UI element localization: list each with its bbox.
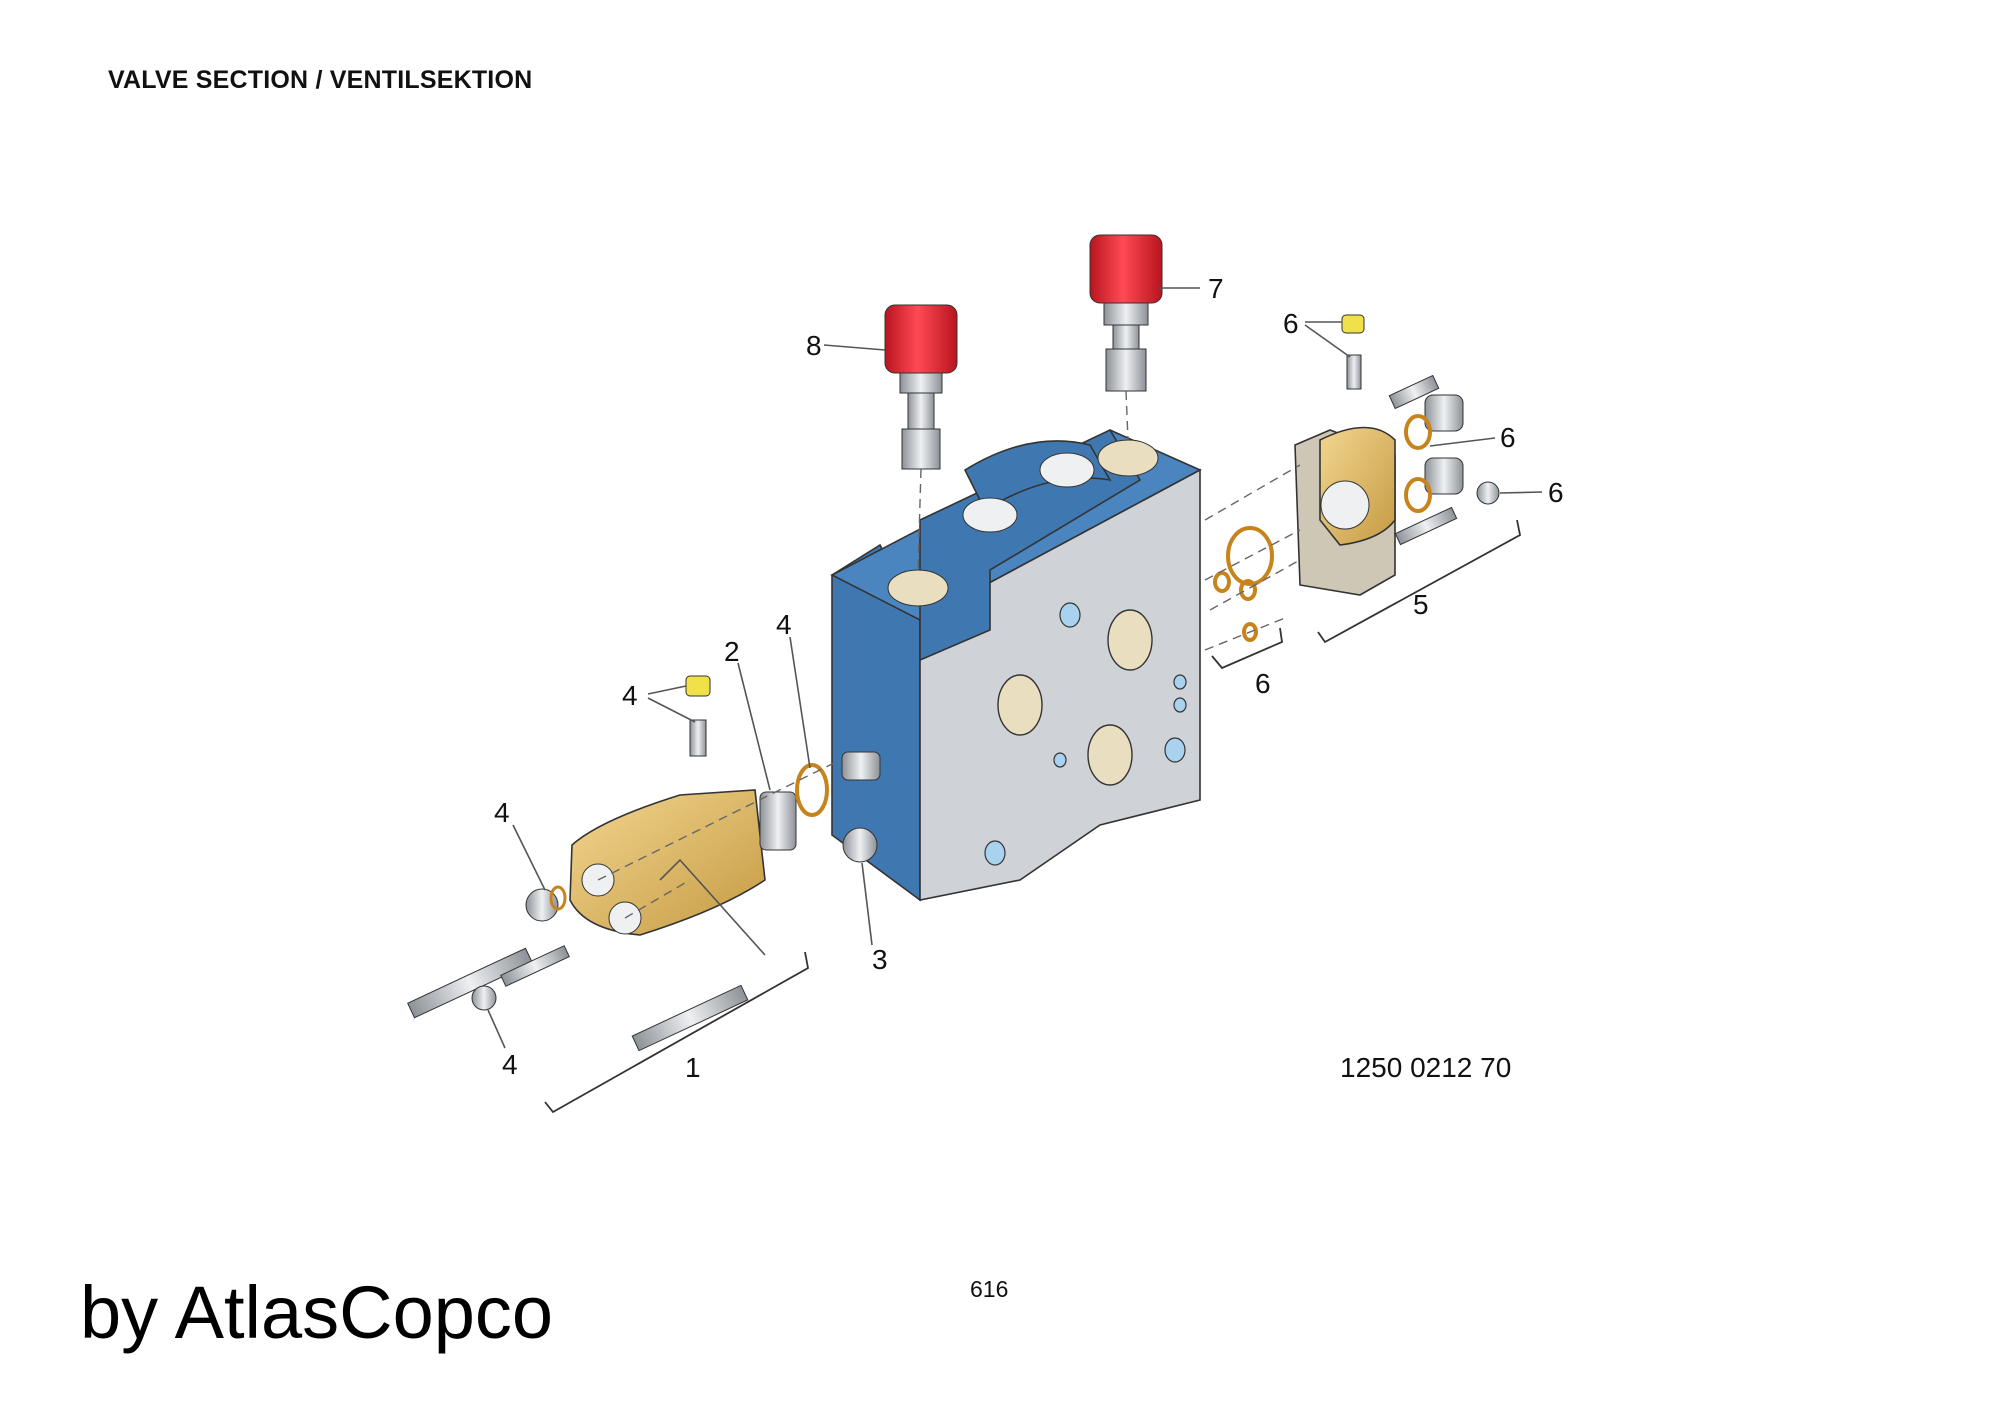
plug-3 <box>842 827 878 863</box>
callout-6-right-upper: 6 <box>1500 422 1516 453</box>
callout-6-bottom: 6 <box>1255 668 1271 699</box>
plug-4-top <box>685 675 711 697</box>
bracket-1 <box>544 951 810 1114</box>
callout-6-right-lower: 6 <box>1548 477 1564 508</box>
callout-4-plug: 4 <box>494 797 510 828</box>
cap-8-stem <box>907 392 935 430</box>
page-number: 616 <box>970 1276 1009 1302</box>
fitting-6-top <box>1346 354 1362 390</box>
page-title: VALVE SECTION / VENTILSEKTION <box>108 66 533 94</box>
cap-7-stem <box>1112 324 1140 350</box>
cap-8-thread <box>899 372 943 394</box>
callout-4-o-ring: 4 <box>776 609 792 640</box>
o-ring-6-small-1 <box>1213 571 1231 593</box>
o-ring-6-small-3 <box>1242 622 1258 642</box>
valve-body <box>830 428 1202 902</box>
o-ring-6-small-2 <box>1239 579 1257 601</box>
plug-6-top <box>1341 314 1365 334</box>
drill-hole-3 <box>984 840 1006 866</box>
callouts: 8 7 6 6 6 6 5 4 2 4 4 3 4 1 <box>494 273 1564 1083</box>
cap-7-nut <box>1105 348 1147 392</box>
drill-hole-6 <box>1053 752 1067 768</box>
screw-right-2 <box>1394 506 1458 546</box>
square-port-lower <box>1087 724 1133 786</box>
bracket-6 <box>1211 627 1283 670</box>
callout-7: 7 <box>1208 273 1224 304</box>
end-cover-left <box>407 675 841 1052</box>
square-port-upper <box>1107 609 1153 671</box>
fitting-4-top <box>689 719 707 757</box>
leader-lines <box>487 287 1543 1049</box>
bolt-1-long <box>407 947 533 1019</box>
o-ring-6-b <box>1404 477 1432 513</box>
callout-6-top: 6 <box>1283 308 1299 339</box>
drill-hole-1 <box>1059 602 1081 628</box>
check-valve-cartridge <box>841 751 881 781</box>
callout-2: 2 <box>724 636 740 667</box>
assembly-brackets <box>544 519 1522 1114</box>
watermark: by AtlasCopco <box>80 1271 554 1354</box>
end-cover-right <box>1204 314 1500 651</box>
left-end-cover-housing <box>569 789 766 936</box>
relief-valve-cap-8 <box>884 304 958 571</box>
screw-right-1 <box>1388 374 1440 410</box>
port-hole-top-a <box>962 497 1018 533</box>
drill-hole-4 <box>1173 674 1187 690</box>
o-ring-4-left <box>549 885 567 911</box>
red-cap-7 <box>1089 234 1163 304</box>
cap-7-thread <box>1103 302 1149 326</box>
threaded-port-8 <box>887 569 949 607</box>
drill-hole-5 <box>1173 697 1187 713</box>
plug-right-1 <box>1424 394 1464 432</box>
bolt-1-short <box>631 984 749 1052</box>
callout-3: 3 <box>872 944 888 975</box>
square-port-middle <box>997 674 1043 736</box>
nut-6-right <box>1476 481 1500 505</box>
spring-2 <box>759 791 797 851</box>
o-ring-6-a <box>1404 414 1432 450</box>
drawing-number: 1250 0212 70 <box>1340 1052 1512 1083</box>
nut-4-bottom <box>471 985 497 1011</box>
callout-4-nut: 4 <box>502 1049 518 1080</box>
o-ring-4-main <box>795 763 829 817</box>
relief-valve-cap-7 <box>1089 234 1163 441</box>
o-ring-6-large <box>1226 526 1274 586</box>
callout-5: 5 <box>1413 589 1429 620</box>
plug-right-2 <box>1424 457 1464 495</box>
end-cover-bore <box>1320 480 1370 530</box>
bracket-5 <box>1317 519 1522 644</box>
callout-4-fitting: 4 <box>622 680 638 711</box>
callout-1: 1 <box>685 1052 701 1083</box>
drill-hole-2 <box>1164 737 1186 763</box>
cap-8-nut <box>901 428 941 470</box>
valve-body-side-face <box>919 468 1201 901</box>
red-cap-8 <box>884 304 958 374</box>
threaded-port-7 <box>1097 439 1159 477</box>
port-hole-top-b <box>1039 452 1095 488</box>
valve-body-top-rib <box>919 428 1142 662</box>
callout-8: 8 <box>806 330 822 361</box>
stud-1 <box>500 945 570 987</box>
